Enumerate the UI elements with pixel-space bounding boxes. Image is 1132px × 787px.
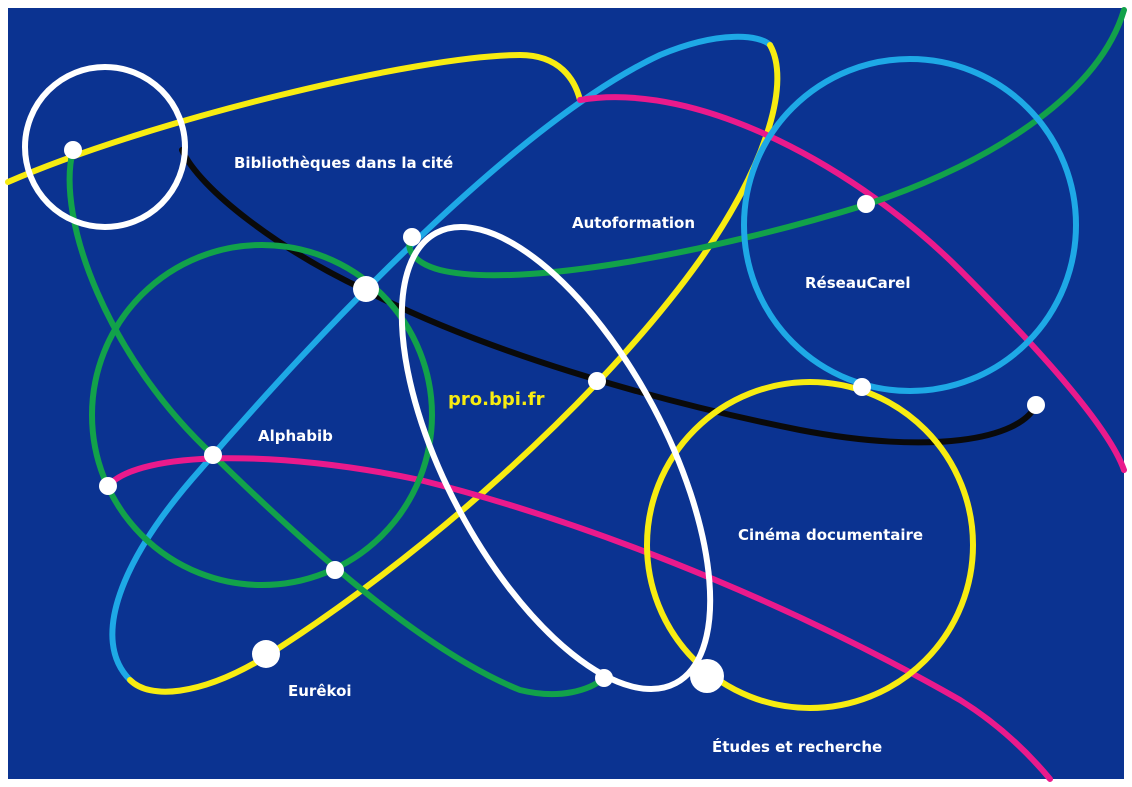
station-dot <box>252 640 280 668</box>
station-dot <box>99 477 117 495</box>
label-reseaucarel: RéseauCarel <box>805 274 910 292</box>
line-green-left <box>66 147 607 698</box>
ellipse-probpi <box>398 224 714 692</box>
station-dot <box>64 141 82 159</box>
label-eurekoi: Eurêkoi <box>288 682 352 700</box>
line-yellow-top <box>5 51 583 185</box>
label-autoformation: Autoformation <box>572 214 695 232</box>
station-dot <box>204 446 222 464</box>
station-dot <box>690 659 724 693</box>
station-dot <box>326 561 344 579</box>
label-cinema: Cinéma documentaire <box>738 526 923 544</box>
station-dot <box>353 276 379 302</box>
line-magenta-top <box>577 94 1127 473</box>
station-dots <box>64 141 1045 693</box>
line-green-top <box>406 7 1127 279</box>
label-bibliotheques: Bibliothèques dans la cité <box>234 154 453 172</box>
circle-bibliotheques <box>22 64 188 230</box>
station-dot <box>403 228 421 246</box>
label-probpi: pro.bpi.fr <box>448 389 545 410</box>
line-black <box>179 147 1039 446</box>
station-dot <box>857 195 875 213</box>
label-etudes: Études et recherche <box>712 737 882 756</box>
label-alphabib: Alphabib <box>258 427 333 445</box>
circle-cinema <box>644 379 976 711</box>
circle-reseaucarel <box>741 56 1079 394</box>
station-dot <box>1027 396 1045 414</box>
circle-alphabib <box>89 242 435 588</box>
station-dot <box>595 669 613 687</box>
station-dot <box>588 372 606 390</box>
station-dot <box>853 378 871 396</box>
